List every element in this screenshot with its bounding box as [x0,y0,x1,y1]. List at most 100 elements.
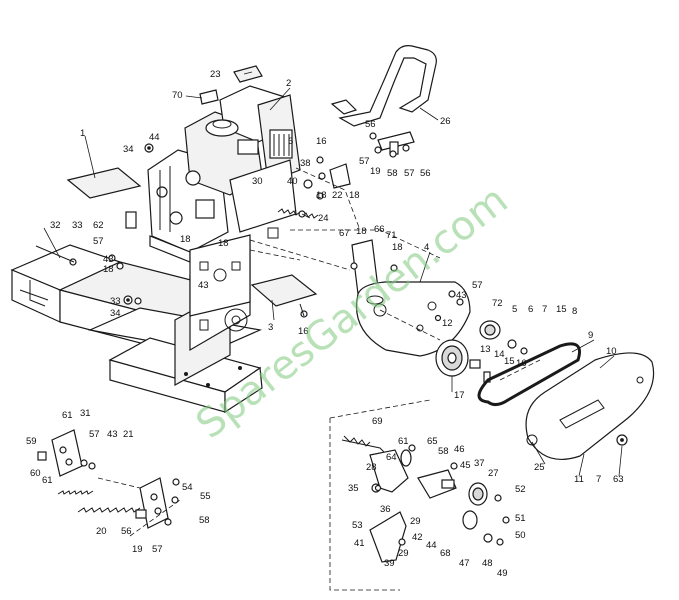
label-21: 21 [123,429,134,440]
spring-20 [77,507,141,513]
label-55: 55 [200,491,211,502]
label-43c: 43 [456,290,467,301]
label-39: 39 [384,558,395,569]
lower-bracket-assembly [135,477,172,529]
label-1: 1 [80,128,85,139]
label-59: 59 [26,436,37,447]
label-15a: 15 [556,304,567,315]
label-34b: 34 [110,308,121,319]
label-57a: 57 [359,156,370,167]
hardware [35,132,510,524]
label-35: 35 [348,483,359,494]
label-70: 70 [172,90,183,101]
sticker-23 [233,65,263,83]
label-32: 32 [50,220,61,231]
label-47: 47 [459,558,470,569]
label-68: 68 [440,548,451,559]
label-36: 36 [380,504,391,515]
label-6a: 6 [288,136,293,147]
label-45: 45 [460,460,471,471]
label-19a: 19 [370,166,381,177]
label-9: 9 [588,330,593,341]
label-8: 8 [572,306,577,317]
label-43a: 43 [103,254,114,265]
label-57d: 57 [472,280,483,291]
label-11: 11 [574,474,584,485]
label-26: 26 [440,116,451,127]
label-43d: 43 [107,429,118,440]
label-48: 48 [482,558,493,569]
label-6b: 6 [528,304,533,315]
label-43b: 43 [198,280,209,291]
engine [147,85,301,263]
leader-lines [43,71,623,477]
label-52: 52 [515,484,526,495]
label-7a: 7 [542,304,547,315]
label-40: 40 [287,176,298,187]
label-58c: 58 [199,515,210,526]
label-61c: 61 [398,436,409,447]
label-18a: 18 [316,190,327,201]
drive-belt [477,342,581,407]
label-12: 12 [442,318,453,329]
label-65: 65 [427,436,438,447]
clutch-lever-assembly [369,449,504,563]
label-18g: 18 [218,238,229,249]
label-71: 71 [386,230,397,241]
belt-guard-inner [356,281,471,357]
label-31: 31 [80,408,91,419]
label-29a: 29 [410,516,421,527]
label-53: 53 [352,520,363,531]
label-2: 2 [286,78,291,89]
label-44a: 44 [149,132,160,143]
label-7b: 7 [596,474,601,485]
label-49: 49 [497,568,508,579]
label-3: 3 [268,322,273,333]
label-67: 67 [339,228,350,239]
label-29b: 29 [398,548,409,559]
label-23: 23 [210,69,221,80]
left-bracket-assembly [37,429,96,477]
label-57c: 57 [93,236,104,247]
label-42: 42 [412,532,423,543]
label-18e: 18 [180,234,191,245]
label-16b: 16 [298,326,309,337]
label-37: 37 [474,458,485,469]
label-58b: 58 [438,446,449,457]
label-24: 24 [318,213,329,224]
label-57e: 57 [89,429,100,440]
label-27: 27 [488,468,499,479]
spring-40 [277,208,319,219]
cover-plate-1 [66,167,142,199]
label-16c: 16 [516,358,527,369]
label-56c: 56 [121,526,132,537]
spring-left [57,490,94,495]
label-22: 22 [332,190,343,201]
label-14: 14 [494,349,505,360]
label-15b: 15 [504,356,515,367]
label-46: 46 [454,444,465,455]
label-28: 28 [366,462,377,473]
label-16a: 16 [316,136,327,147]
cover-plate-3 [250,274,318,307]
label-30: 30 [252,176,263,187]
label-56a: 56 [365,119,376,130]
label-34a: 34 [123,144,134,155]
label-51: 51 [515,513,526,524]
label-25: 25 [534,462,545,473]
label-38: 38 [300,158,311,169]
label-69: 69 [372,416,383,427]
label-56b: 56 [420,168,431,179]
label-58a: 58 [387,168,398,179]
label-64: 64 [386,452,397,463]
label-10: 10 [606,346,617,357]
label-66: 66 [374,224,385,235]
label-72: 72 [492,298,503,309]
assembly-lines [97,167,541,591]
label-61a: 61 [62,410,73,421]
label-18f: 18 [103,264,114,275]
label-62: 62 [93,220,104,231]
label-57f: 57 [152,544,163,555]
label-50: 50 [515,530,526,541]
engine-support-plate [189,234,251,317]
